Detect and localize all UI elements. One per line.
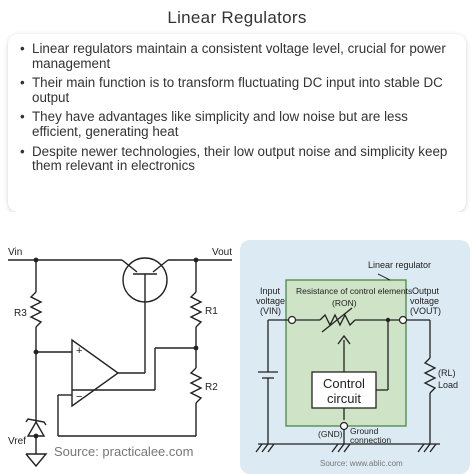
regulator-heading: Linear regulator (368, 260, 431, 270)
control-label-2: circuit (327, 391, 361, 406)
ground-symbol (25, 453, 48, 468)
vin-label: Vin (8, 247, 22, 258)
vout-symbol-label: (VOUT) (410, 306, 441, 316)
output-voltage-label: Output (412, 286, 440, 296)
r3-label: R3 (14, 308, 27, 319)
input-voltage-label: Input (260, 286, 281, 296)
gnd-label: (GND) (318, 429, 343, 439)
output-terminal (398, 315, 408, 325)
separator-band (0, 212, 474, 240)
left-source-label: Source: practicalee.com (54, 444, 193, 459)
bullets-card: Linear regulators maintain a consistent … (8, 34, 466, 212)
rl-label: (RL) (438, 368, 456, 378)
output-voltage-label-2: voltage (410, 296, 439, 306)
r1-resistor (189, 291, 203, 328)
ground-connection-label-2: connection (350, 435, 391, 445)
load-resistor (423, 357, 437, 394)
vin-symbol-label: (VIN) (260, 306, 281, 316)
right-source-label: Source: www.ablic.com (320, 459, 403, 468)
input-terminal (287, 315, 297, 325)
diagram-area: Vin Vout R3 R1 R2 Vref + − Source: pract… (0, 240, 474, 474)
r2-resistor (189, 367, 203, 404)
left-circuit-diagram: Vin Vout R3 R1 R2 Vref + − Source: pract… (8, 247, 232, 468)
opamp-minus-label: − (76, 391, 82, 403)
resistance-label: Resistance of control elements (296, 286, 412, 296)
gnd-terminal (339, 421, 349, 431)
r3-resistor (29, 291, 43, 328)
bullet-item: Their main function is to transform fluc… (20, 75, 456, 105)
page-title: Linear Regulators (167, 8, 307, 27)
ron-label: (RON) (332, 298, 357, 308)
control-label: Control (323, 376, 365, 391)
bullet-item: Linear regulators maintain a consistent … (20, 41, 456, 71)
bullet-item: Despite newer technologies, their low ou… (20, 144, 456, 174)
bullet-item: They have advantages like simplicity and… (20, 110, 456, 139)
r1-label: R1 (205, 306, 218, 317)
control-circuit-box (311, 371, 377, 409)
ground-connection-label: Ground (350, 426, 379, 436)
right-circuit-diagram: Linear regulator Resistance of control e… (255, 260, 458, 468)
vout-label: Vout (212, 247, 232, 258)
r2-label: R2 (205, 382, 218, 393)
load-label: Load (438, 380, 458, 390)
bullet-list: Linear regulators maintain a consistent … (8, 34, 466, 174)
input-voltage-label-2: voltage (256, 296, 285, 306)
vref-label: Vref (8, 436, 26, 447)
right-diagram-panel: Linear regulator Resistance of control e… (240, 240, 470, 474)
opamp-plus-label: + (76, 345, 82, 357)
